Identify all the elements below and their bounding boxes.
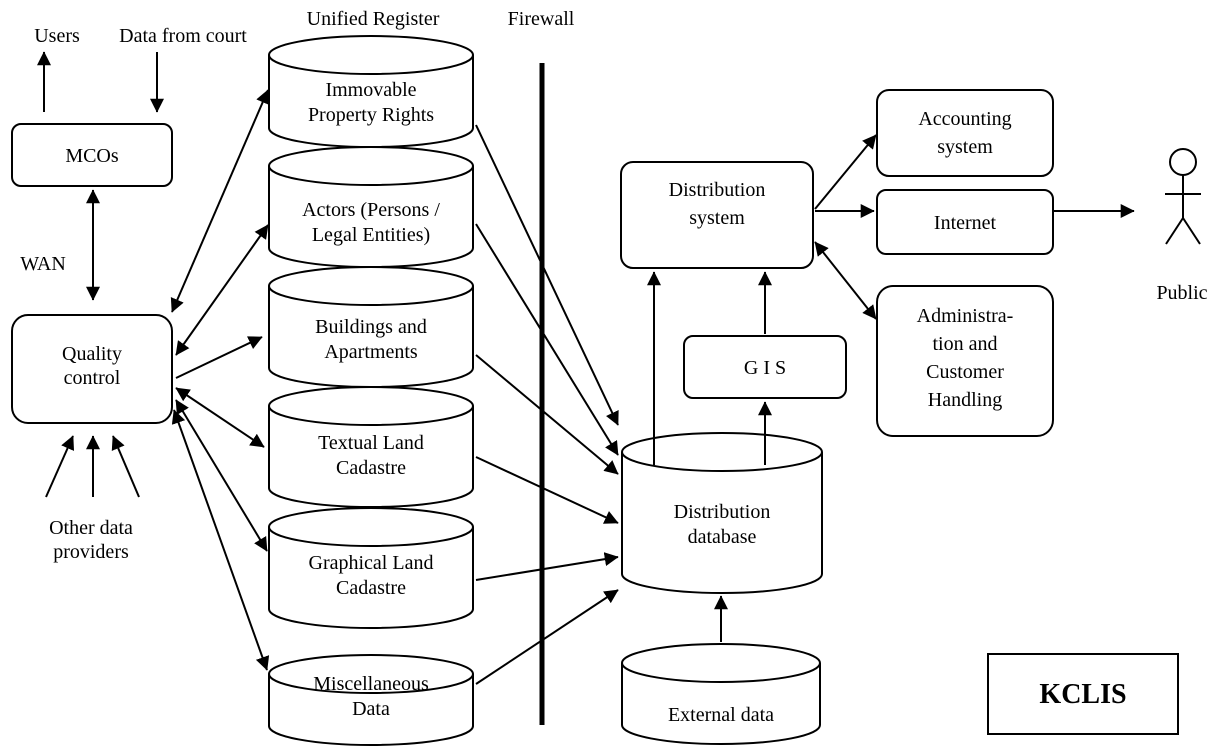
kclis-box	[987, 653, 1179, 735]
administration-box	[876, 285, 1054, 437]
distribution-to-accounting-arrow	[814, 134, 877, 210]
textual-cadastre-label-1: Textual Land	[318, 432, 424, 454]
provider-arrow-3	[111, 435, 140, 498]
distribution-db-label-2: database	[688, 526, 757, 548]
other-providers-label-1: Other data	[49, 517, 133, 539]
accounting-label-2: system	[937, 136, 993, 158]
qc-buildings-arrow	[175, 336, 263, 379]
accounting-system-box	[876, 89, 1054, 177]
other-providers-label-2: providers	[53, 541, 129, 563]
immovable-label-1: Immovable	[325, 79, 416, 101]
graphical-cadastre-label-1: Graphical Land	[309, 552, 434, 574]
users-label: Users	[34, 25, 80, 47]
internet-label: Internet	[934, 212, 997, 234]
qc-textual-arrow	[175, 387, 265, 448]
register-graphical-land-cadastre: Graphical Land Cadastre	[268, 507, 474, 629]
register-textual-land-cadastre: Textual Land Cadastre	[268, 386, 474, 508]
register-miscellaneous-data: Miscellaneous Data	[268, 654, 474, 746]
register-actors: Actors (Persons / Legal Entities)	[268, 146, 474, 268]
administration-label-1: Administra-	[917, 305, 1014, 327]
gis-box	[683, 335, 847, 399]
qc-actors-arrow	[175, 224, 269, 356]
distribution-administration-arrow	[814, 241, 877, 320]
accounting-label-1: Accounting	[918, 108, 1011, 130]
buildings-to-db-arrow	[475, 354, 619, 475]
administration-label-4: Handling	[928, 389, 1002, 411]
graphical-cadastre-label-2: Cadastre	[336, 577, 406, 599]
mcos-label: MCOs	[65, 145, 119, 167]
textual-cadastre-label-2: Cadastre	[336, 457, 406, 479]
qc-graphical-arrow	[175, 399, 268, 552]
provider-arrow-1	[45, 435, 75, 498]
data-from-court-label: Data from court	[119, 25, 247, 47]
wan-label: WAN	[20, 253, 66, 275]
textual-to-db-arrow	[475, 456, 619, 524]
misc-data-label-2: Data	[352, 698, 390, 720]
public-user-icon	[1165, 148, 1201, 245]
external-data-label: External data	[668, 704, 774, 726]
distribution-system-label-1: Distribution	[669, 179, 766, 201]
distribution-system-label-2: system	[689, 207, 745, 229]
buildings-label-1: Buildings and	[315, 316, 427, 338]
immovable-label-2: Property Rights	[308, 104, 434, 126]
actors-label-1: Actors (Persons /	[302, 199, 440, 221]
actors-label-2: Legal Entities)	[312, 224, 430, 246]
register-immovable-property-rights: Immovable Property Rights	[268, 35, 474, 148]
quality-control-label-1: Quality	[62, 343, 122, 365]
public-label: Public	[1156, 282, 1207, 304]
kclis-label: KCLIS	[1039, 679, 1126, 710]
qc-misc-arrow	[171, 409, 270, 671]
immovable-to-db-arrow	[475, 124, 619, 426]
administration-label-3: Customer	[926, 361, 1004, 383]
distribution-db-label-1: Distribution	[674, 501, 771, 523]
header-unified-register: Unified Register	[307, 8, 440, 30]
misc-to-db-arrow	[475, 589, 619, 685]
qc-immovable-arrow	[170, 89, 270, 313]
quality-control-box	[11, 314, 173, 424]
external-data: External data	[621, 643, 821, 745]
administration-label-2: tion and	[933, 333, 998, 355]
header-firewall: Firewall	[508, 8, 575, 30]
actors-to-db-arrow	[475, 223, 619, 456]
buildings-label-2: Apartments	[324, 341, 418, 363]
distribution-system-box	[620, 161, 814, 269]
internet-box	[876, 189, 1054, 255]
gis-label: G I S	[744, 357, 786, 379]
register-buildings-apartments: Buildings and Apartments	[268, 266, 474, 388]
misc-data-label-1: Miscellaneous	[313, 673, 429, 695]
graphical-to-db-arrow	[475, 552, 619, 581]
distribution-database: Distribution database	[621, 432, 823, 594]
quality-control-label-2: control	[64, 367, 121, 389]
